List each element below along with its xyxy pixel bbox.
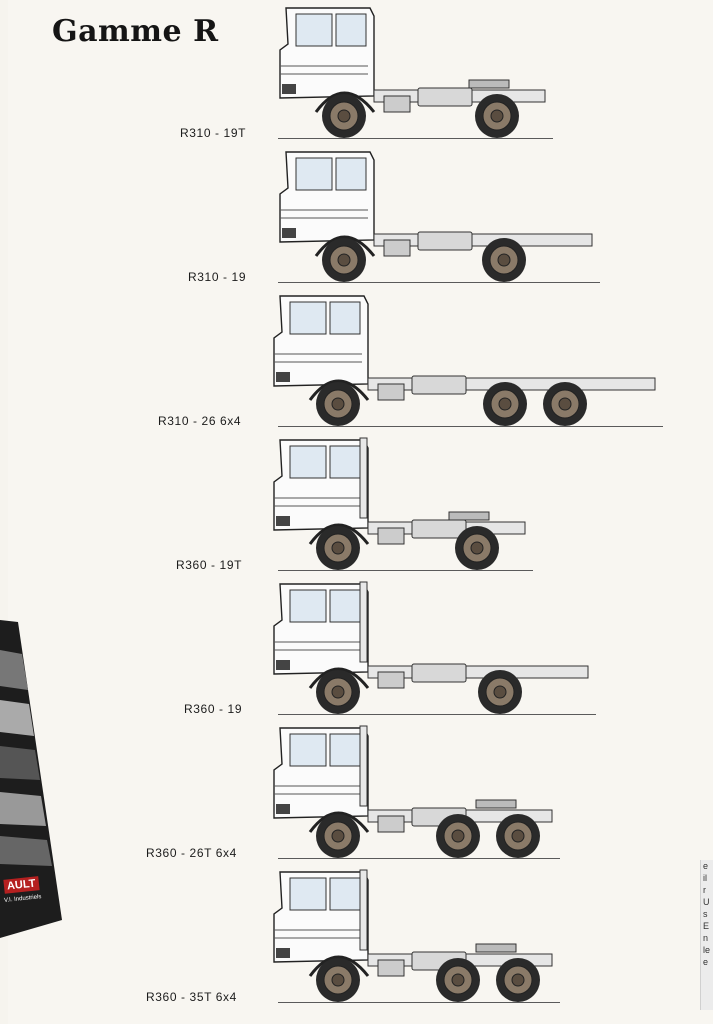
truck-drawing — [273, 295, 656, 426]
truck-drawing — [273, 725, 553, 858]
wheel — [496, 958, 540, 1002]
truck-drawing — [279, 151, 593, 282]
wheel — [316, 670, 360, 714]
margin-text-fragment: e — [703, 957, 709, 967]
ground-line — [278, 858, 560, 859]
truck-drawing — [273, 869, 553, 1002]
truck-model-label: R310 - 26 6x4 — [158, 414, 242, 428]
margin-text-fragment: E — [703, 921, 710, 931]
margin-text-fragment: le — [703, 945, 711, 955]
ground-line — [278, 714, 596, 715]
ground-line — [278, 1002, 560, 1003]
wheel — [478, 670, 522, 714]
margin-text-fragment: n — [703, 933, 709, 943]
page-title: Gamme R — [52, 14, 219, 49]
wheel — [436, 814, 480, 858]
wheel — [316, 814, 360, 858]
wheel — [543, 382, 587, 426]
wheel — [316, 382, 360, 426]
wheel — [475, 94, 519, 138]
truck-item: R360 - 35T 6x4 — [0, 868, 713, 1013]
truck-model-label: R360 - 19T — [176, 558, 243, 572]
truck-drawing — [279, 7, 546, 138]
truck-item: R310 - 26 6x4 — [0, 292, 713, 437]
wheel — [455, 526, 499, 570]
margin-text-fragment: il — [703, 873, 707, 883]
wheel — [316, 958, 360, 1002]
truck-drawing — [273, 581, 589, 714]
truck-item: R360 - 19 — [0, 580, 713, 725]
ground-line — [278, 138, 553, 139]
wheel — [483, 382, 527, 426]
truck-item: R360 - 26T 6x4 — [0, 724, 713, 869]
brochure-corner-image — [0, 620, 62, 938]
truck-model-label: R360 - 26T 6x4 — [146, 846, 237, 860]
wheel — [316, 526, 360, 570]
truck-item: R310 - 19T — [0, 4, 713, 149]
truck-model-label: R360 - 35T 6x4 — [146, 990, 237, 1004]
wheel — [496, 814, 540, 858]
truck-item: R310 - 19 — [0, 148, 713, 293]
margin-text-fragment: s — [703, 909, 708, 919]
ground-line — [278, 426, 663, 427]
wheel — [436, 958, 480, 1002]
margin-text-fragment: U — [703, 897, 710, 907]
truck-model-label: R360 - 19 — [184, 702, 243, 716]
margin-text-fragment: r — [703, 885, 706, 895]
margin-text-fragment: e — [703, 861, 709, 871]
wheel — [322, 238, 366, 282]
ground-line — [278, 282, 600, 283]
truck-item: R360 - 19T — [0, 436, 713, 581]
wheel — [322, 94, 366, 138]
ground-line — [278, 570, 533, 571]
truck-model-label: R310 - 19 — [188, 270, 247, 284]
truck-drawing — [273, 437, 526, 570]
truck-model-label: R310 - 19T — [180, 126, 247, 140]
wheel — [482, 238, 526, 282]
